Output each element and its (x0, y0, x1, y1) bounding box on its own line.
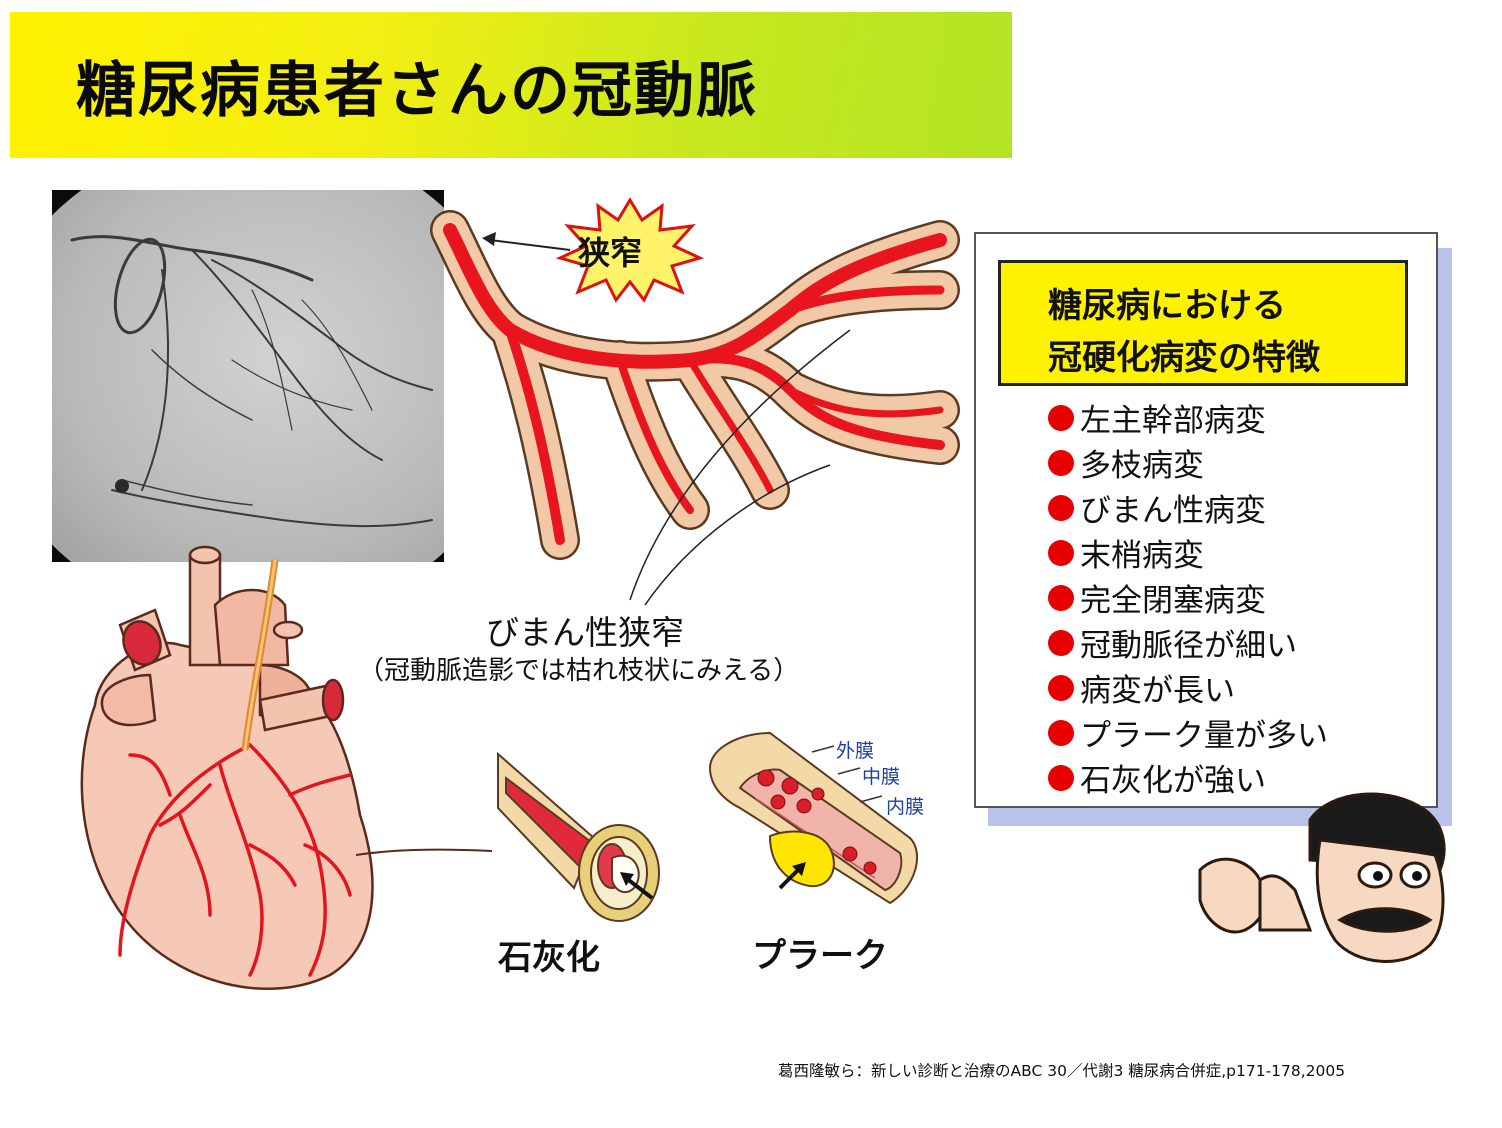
bullet-dot (1048, 719, 1074, 746)
panel-header-line2: 冠硬化病変の特徴 (1048, 338, 1320, 378)
feature-label: 多枝病変 (1080, 448, 1204, 484)
bullet-dot (1048, 539, 1074, 566)
title-banner (10, 12, 1012, 158)
diffuse-artery-illustration (430, 210, 970, 614)
feature-item: 石灰化が強い (1048, 755, 1266, 800)
bullet-dot (1048, 449, 1074, 476)
feature-label: 冠動脈径が細い (1080, 628, 1297, 664)
feature-item: びまん性病変 (1048, 485, 1266, 530)
diffuse-stenosis-label: びまん性狭窄 (486, 613, 684, 652)
angiogram-image (52, 190, 444, 562)
doctor-cartoon (1190, 780, 1452, 984)
feature-item: 末梢病変 (1048, 530, 1204, 575)
plaque-vessel-illustration (700, 728, 930, 922)
diffuse-stenosis-note: （冠動脈造影では枯れ枝状にみえる） (358, 656, 800, 686)
feature-item: 完全閉塞病変 (1048, 575, 1266, 620)
feature-item: 冠動脈径が細い (1048, 620, 1297, 665)
feature-label: びまん性病変 (1080, 493, 1266, 529)
calcification-vessel-illustration (494, 748, 664, 927)
panel-header-line1: 糖尿病における (1048, 286, 1286, 326)
feature-label: プラーク量が多い (1080, 718, 1328, 754)
panel-header (998, 260, 1408, 386)
bullet-dot (1048, 674, 1074, 701)
heart-illustration (60, 515, 500, 1009)
stenosis-starburst (555, 196, 705, 308)
feature-label: 石灰化が強い (1080, 763, 1266, 799)
feature-label: 完全閉塞病変 (1080, 583, 1266, 619)
bullet-dot (1048, 584, 1074, 611)
citation: 葛西隆敏ら：新しい診断と治療のABC 30／代謝3 糖尿病合併症,p171-17… (778, 1062, 1346, 1080)
feature-item: 病変が長い (1048, 665, 1235, 710)
page-title: 糖尿病患者さんの冠動脈 (76, 56, 758, 126)
bullet-dot (1048, 404, 1074, 431)
feature-label: 病変が長い (1080, 673, 1235, 709)
bullet-dot (1048, 764, 1074, 791)
layer-label-adventitia: 外膜 (836, 740, 875, 762)
plaque-label: プラーク (752, 936, 888, 976)
feature-item: 多枝病変 (1048, 440, 1204, 485)
layer-label-intima: 内膜 (886, 796, 925, 818)
calcification-label: 石灰化 (498, 938, 600, 978)
feature-item: プラーク量が多い (1048, 710, 1328, 755)
stenosis-label: 狭窄 (578, 234, 643, 272)
bullet-dot (1048, 629, 1074, 656)
bullet-dot (1048, 494, 1074, 521)
feature-label: 末梢病変 (1080, 538, 1204, 574)
feature-label: 左主幹部病変 (1080, 403, 1266, 439)
layer-label-media: 中膜 (862, 766, 901, 788)
feature-item: 左主幹部病変 (1048, 395, 1266, 440)
